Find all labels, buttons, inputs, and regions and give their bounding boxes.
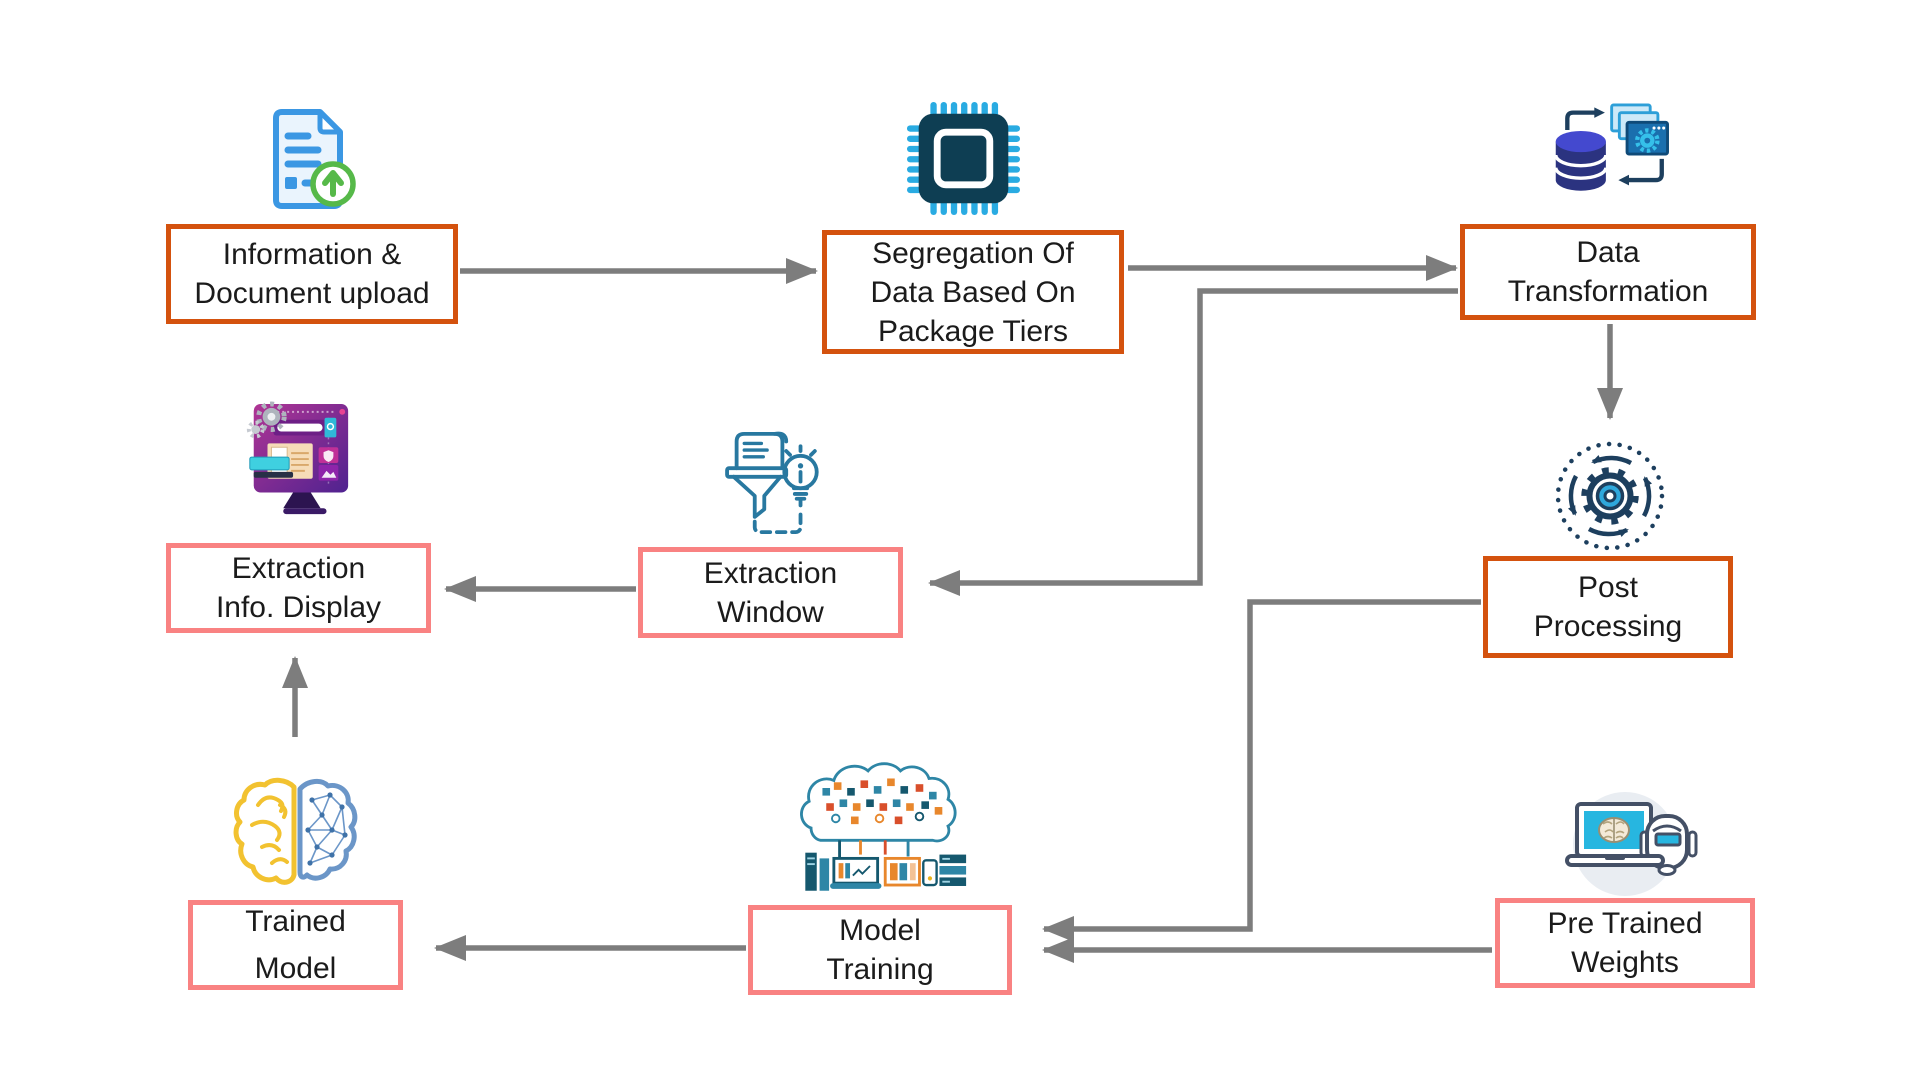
- node-label: Post Processing: [1533, 571, 1683, 643]
- node-label: Trained Model: [245, 905, 346, 985]
- node-information-document-upload: Information & Document upload: [166, 224, 458, 324]
- node-label: Data Transformation: [1507, 236, 1709, 308]
- node-pre-trained-weights: Pre Trained Weights: [1495, 898, 1755, 988]
- node-label: Model Training: [826, 914, 934, 986]
- node-model-training: Model Training: [748, 905, 1012, 995]
- node-label: Pre Trained Weights: [1547, 907, 1703, 979]
- document-upload-icon: [258, 108, 358, 216]
- scroll-funnel-bulb-icon: [708, 428, 832, 538]
- node-extraction-window: Extraction Window: [638, 547, 903, 638]
- node-extraction-info-display: Extraction Info. Display: [166, 543, 431, 633]
- cloud-computing-icon: [792, 758, 968, 896]
- node-post-processing: Post Processing: [1483, 556, 1733, 658]
- edge-post-processing-to-model-training: [1042, 599, 1481, 942]
- database-transform-icon: [1548, 103, 1683, 209]
- node-segregation: Segregation Of Data Based On Package Tie…: [822, 230, 1124, 354]
- gear-cycle-icon: [1552, 438, 1668, 554]
- dashboard-monitor-icon: [238, 398, 356, 526]
- node-trained-model: Trained Model: [188, 900, 403, 990]
- edge-data-transformation-to-extraction-window: [928, 288, 1458, 596]
- node-label: Information & Document upload: [194, 238, 430, 310]
- node-label: Extraction Window: [703, 556, 838, 629]
- node-data-transformation: Data Transformation: [1460, 224, 1756, 320]
- cpu-chip-icon: [907, 102, 1020, 215]
- brain-icon: [232, 775, 362, 892]
- node-label: Extraction Info. Display: [215, 552, 382, 624]
- laptop-robot-icon: [1553, 790, 1703, 898]
- node-label: Segregation Of Data Based On Package Tie…: [870, 236, 1076, 348]
